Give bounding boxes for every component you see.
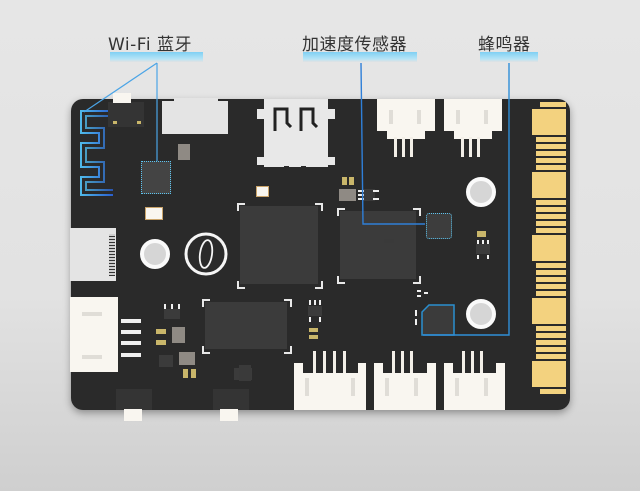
label-underline-accelerometer	[303, 52, 417, 62]
label-underline-wifi	[110, 52, 203, 62]
gold-pad-strip	[536, 284, 566, 289]
secondary-chip	[340, 211, 416, 279]
gold-pad-large	[532, 298, 566, 324]
gold-pad-strip	[536, 165, 566, 170]
circuit-board	[70, 93, 570, 421]
callout-line-wifi-diag	[83, 62, 158, 113]
gold-pad-large	[532, 235, 566, 261]
label-accelerometer: 加速度传感器	[302, 35, 407, 55]
switch-tab-bottom-1[interactable]	[124, 409, 142, 421]
gold-pad-strip	[536, 263, 566, 268]
bottom-switch-2	[213, 389, 249, 410]
circular-logo-icon	[184, 232, 228, 276]
jst-connector-top-1[interactable]	[377, 99, 435, 131]
smd-led	[145, 207, 163, 220]
gold-pad-strip	[536, 214, 566, 219]
gold-pad-strip	[536, 270, 566, 275]
gold-pad-strip	[536, 333, 566, 338]
gold-pad-strip	[536, 144, 566, 149]
jst-connector-left[interactable]	[70, 297, 118, 372]
smd-component	[339, 189, 356, 201]
gold-pad-strip	[536, 340, 566, 345]
gold-pad-strip	[536, 291, 566, 296]
jst-connector-top-2[interactable]	[444, 99, 502, 131]
push-button[interactable]	[466, 299, 496, 329]
user-button[interactable]	[140, 239, 170, 269]
gold-pad-strip	[536, 347, 566, 352]
gold-pad-strip	[536, 354, 566, 359]
callout-line-accelerometer	[360, 62, 425, 225]
gold-pad-strip	[540, 102, 566, 107]
gold-pad-strip	[536, 200, 566, 205]
switch-tab-bottom-2[interactable]	[220, 409, 238, 421]
gold-pad-strip	[536, 228, 566, 233]
switch-tab-top[interactable]	[113, 93, 131, 103]
gold-pad-strip	[536, 151, 566, 156]
gold-pad-strip	[536, 137, 566, 142]
memory-chip	[205, 302, 287, 349]
label-buzzer: 蜂鸣器	[478, 35, 531, 55]
wifi-antenna-icon	[80, 110, 113, 196]
label-underline-buzzer	[480, 52, 538, 62]
wifi-bluetooth-chip	[141, 161, 171, 194]
usb-c-port[interactable]	[70, 228, 116, 281]
smd-component	[172, 327, 185, 343]
smd-component	[178, 144, 190, 160]
gold-pad-strip	[536, 207, 566, 212]
gold-pad-strip	[536, 277, 566, 282]
label-wifi-bluetooth: Wi-Fi 蓝牙	[108, 35, 192, 55]
gold-pad-strip	[536, 158, 566, 163]
gold-pad-large	[532, 172, 566, 198]
bottom-switch-1	[116, 389, 152, 410]
accelerometer-chip	[426, 213, 452, 239]
main-processor-chip	[240, 206, 318, 284]
battery-connector[interactable]	[162, 101, 228, 134]
callout-line-buzzer	[423, 63, 510, 336]
smd-component	[179, 352, 195, 365]
gold-pad-strip	[540, 389, 566, 394]
gold-pad-strip	[536, 221, 566, 226]
gold-pad-strip	[536, 326, 566, 331]
usb-contacts-icon	[273, 107, 319, 131]
smd-led	[256, 186, 269, 197]
gold-pad-large	[532, 361, 566, 387]
gold-pad-large	[532, 109, 566, 135]
reset-button[interactable]	[466, 177, 496, 207]
